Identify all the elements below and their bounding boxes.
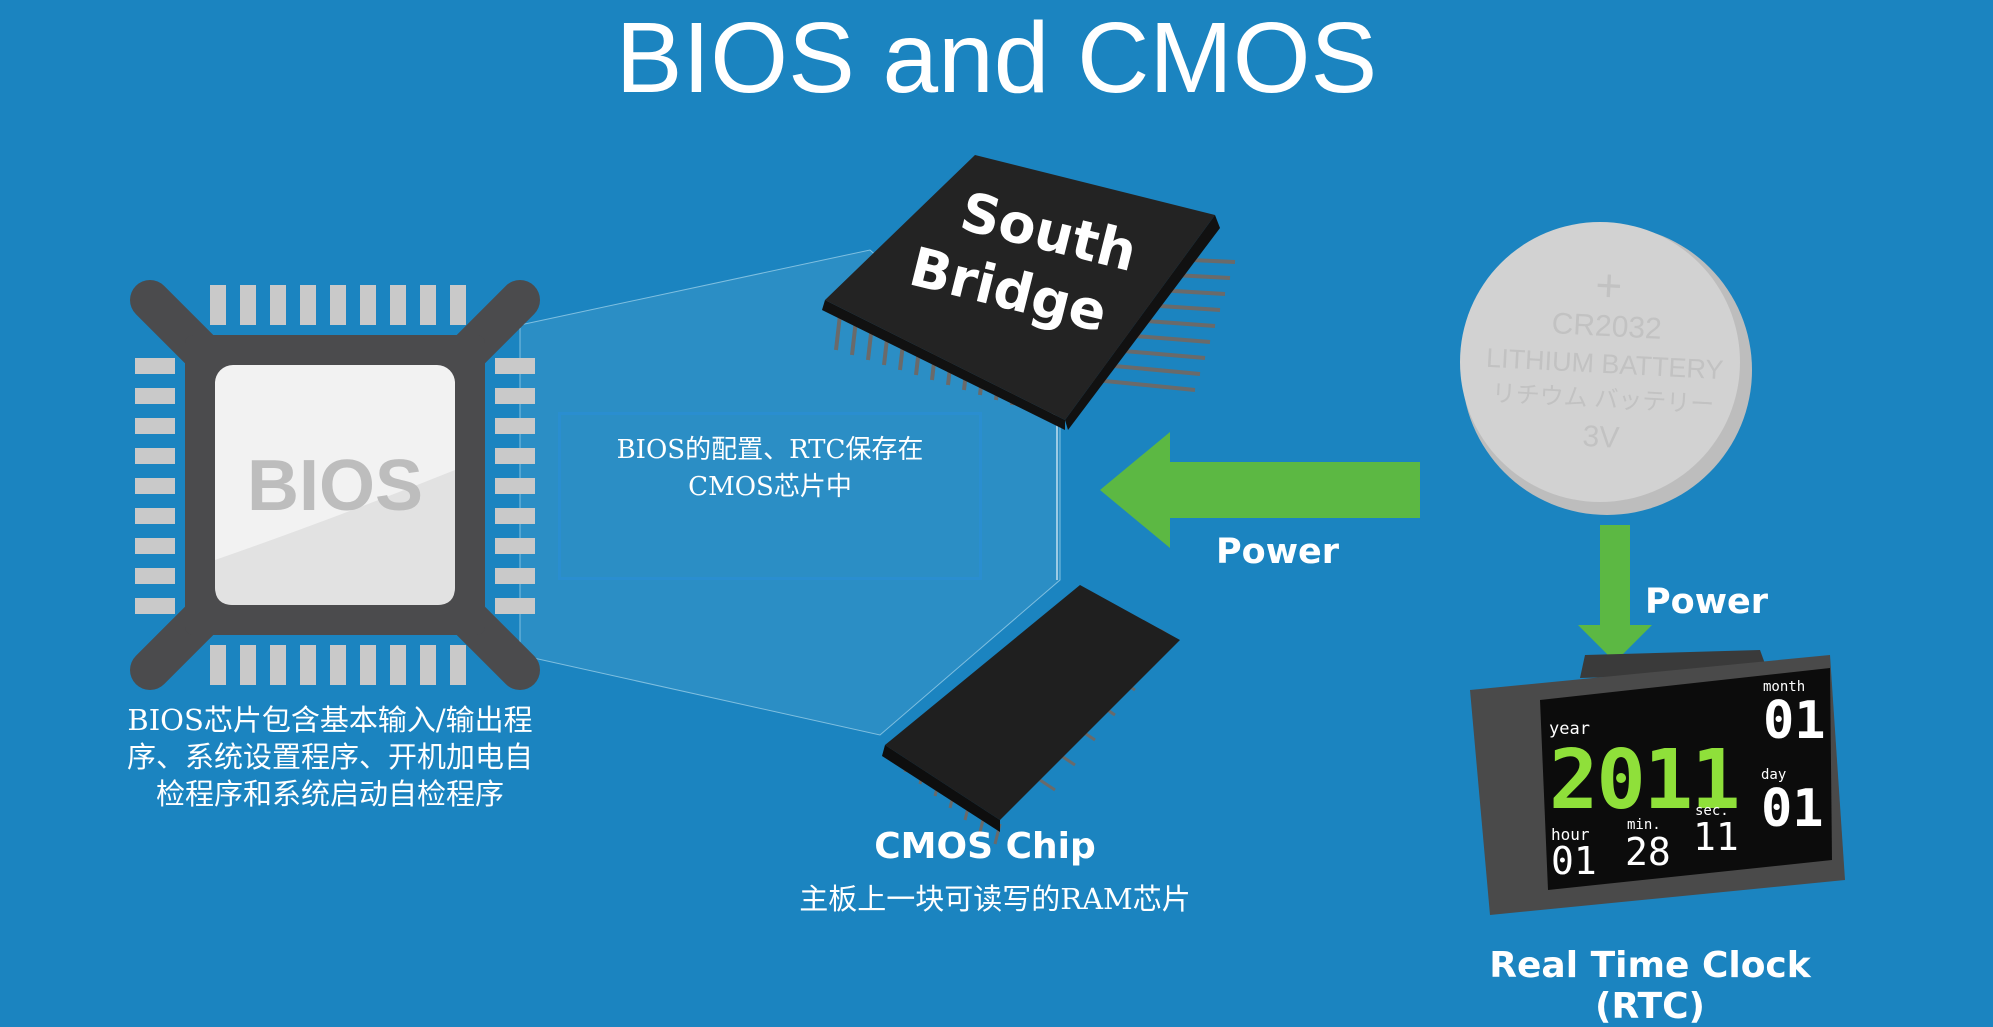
south-bridge-chip <box>822 155 1236 430</box>
rtc-sec: 11 <box>1693 815 1739 859</box>
rtc-year: 2011 <box>1549 733 1740 828</box>
rtc-display: year 2011 month 01 day 01 hour 01 min. 2… <box>1545 675 1830 885</box>
rtc-device <box>1470 650 1845 915</box>
bios-description-line: BIOS芯片包含基本输入/输出程 <box>127 703 533 737</box>
bios-chip-label: BIOS <box>246 446 424 526</box>
note-text: BIOS的配置、RTC保存在 CMOS芯片中 <box>558 432 982 506</box>
bios-chip <box>130 280 540 690</box>
page-title: BIOS and CMOS <box>615 2 1378 114</box>
power-label-left: Power <box>1216 532 1340 572</box>
rtc-hour: 01 <box>1551 839 1597 883</box>
note-box <box>558 412 982 580</box>
note-line: CMOS芯片中 <box>688 472 852 502</box>
rtc-day-label: day <box>1761 767 1787 783</box>
rtc-hour-label: hour <box>1551 825 1590 844</box>
rtc-month: 01 <box>1763 691 1826 751</box>
cmos-title: CMOS Chip <box>874 826 1096 867</box>
power-arrow-down <box>1578 525 1652 662</box>
diagram-canvas <box>130 155 1845 915</box>
battery-text: + CR2032 LITHIUM BATTERY リチウム バッテリー 3V <box>1465 255 1745 465</box>
note-line: BIOS的配置、RTC保存在 <box>616 435 924 465</box>
power-arrow-left <box>1100 432 1420 548</box>
rtc-sec-label: sec. <box>1695 803 1729 819</box>
rtc-year-label: year <box>1549 719 1590 739</box>
cmos-chip <box>882 585 1180 845</box>
power-label-down: Power <box>1645 582 1769 622</box>
cmos-description: 主板上一块可读写的RAM芯片 <box>799 882 1191 916</box>
bios-description-line: 检程序和系统启动自检程序 <box>155 777 504 811</box>
rtc-month-label: month <box>1763 679 1806 695</box>
rtc-min-label: min. <box>1627 817 1661 833</box>
rtc-day: 01 <box>1761 779 1824 839</box>
rtc-caption: Real Time Clock (RTC) <box>1489 945 1811 1027</box>
rtc-min: 28 <box>1625 830 1671 874</box>
battery <box>1460 222 1752 515</box>
bios-description: BIOS芯片包含基本输入/输出程 序、系统设置程序、开机加电自 检程序和系统启动… <box>90 702 570 813</box>
bios-description-line: 序、系统设置程序、开机加电自 <box>126 740 533 774</box>
